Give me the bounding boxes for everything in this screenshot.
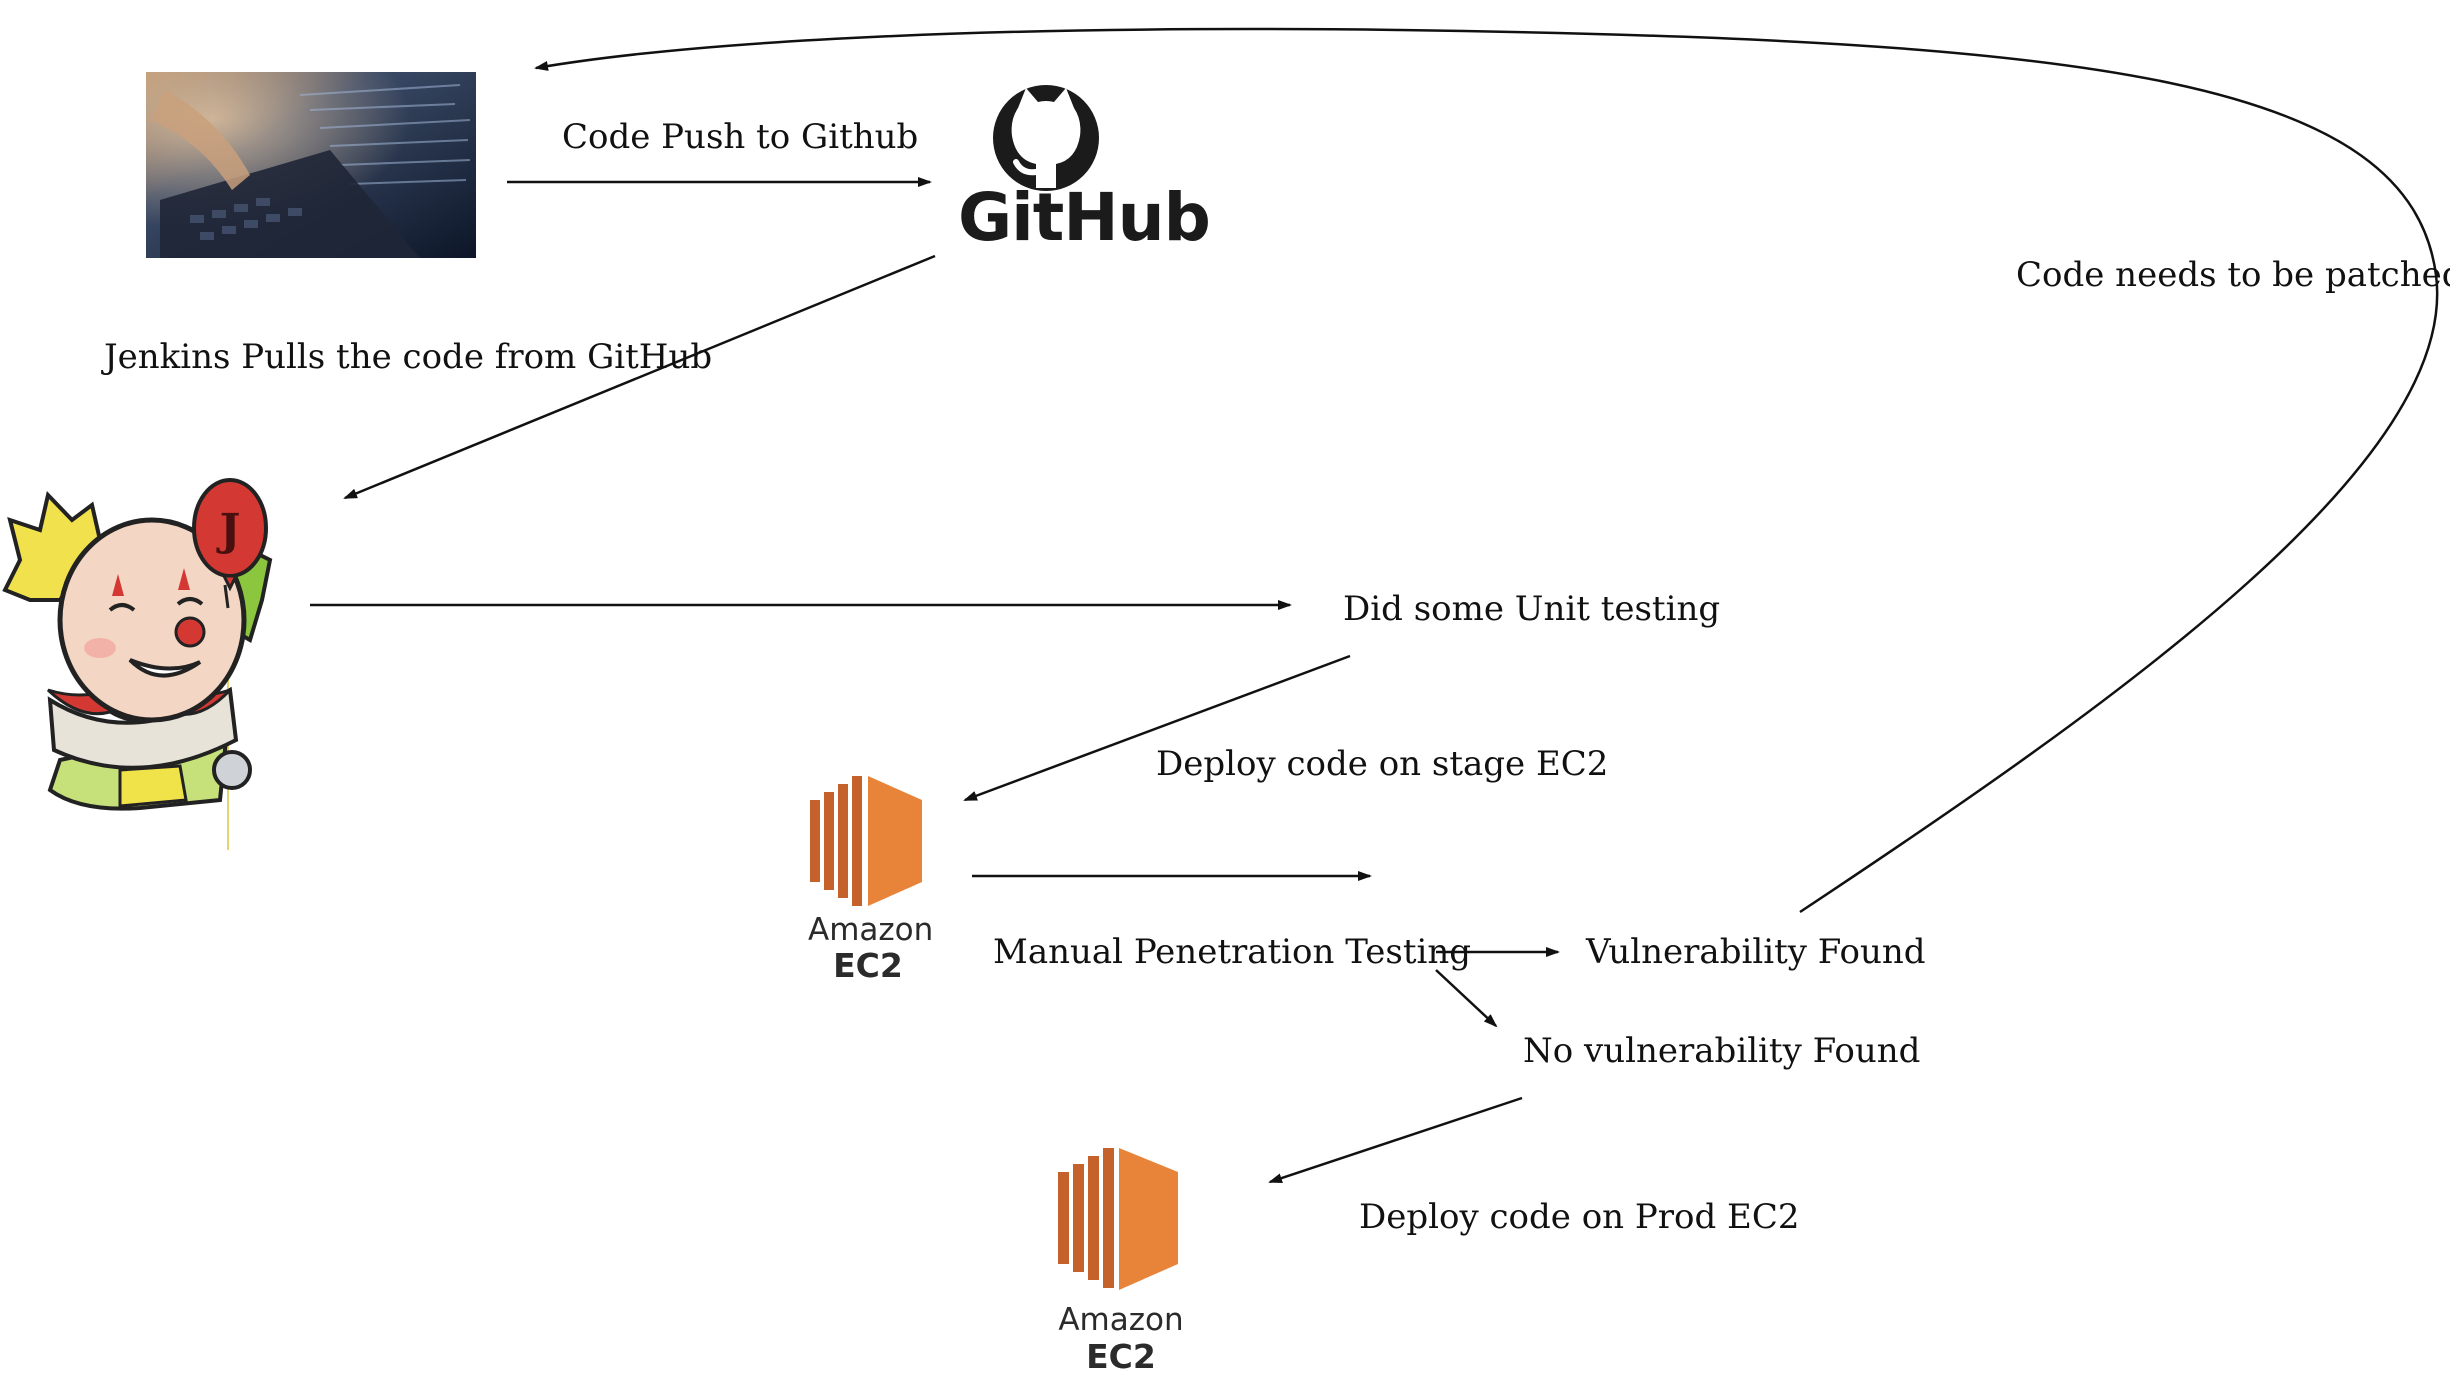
label-code-needs-patch: Code needs to be patched. xyxy=(2016,255,2450,295)
jenkins-butler-icon: J xyxy=(2,478,273,850)
ec2-stage-amazon-label: Amazon xyxy=(808,912,934,948)
ec2-prod-ec2-label: EC2 xyxy=(1086,1337,1156,1376)
label-manual-pen-testing: Manual Penetration Testing xyxy=(993,932,1472,972)
label-vulnerability-found: Vulnerability Found xyxy=(1586,932,1926,972)
arrow-patch-feedback-loop xyxy=(534,27,2439,914)
label-deploy-prod: Deploy code on Prod EC2 xyxy=(1359,1197,1800,1237)
github-octocat-icon xyxy=(993,85,1099,191)
ec2-prod-icon xyxy=(1058,1148,1178,1290)
label-no-vulnerability-found: No vulnerability Found xyxy=(1523,1031,1921,1071)
jenkins-balloon-letter: J xyxy=(216,505,241,556)
arrow-github-to-jenkins xyxy=(343,254,936,500)
label-code-push: Code Push to Github xyxy=(562,117,919,157)
label-jenkins-pull: Jenkins Pulls the code from GitHub xyxy=(104,337,713,377)
arrow-no-vuln-to-prod xyxy=(1268,1096,1523,1184)
arrow-unit-testing-to-stage xyxy=(963,654,1351,802)
ec2-stage-icon xyxy=(810,776,922,906)
label-unit-testing: Did some Unit testing xyxy=(1343,589,1721,629)
label-deploy-stage: Deploy code on stage EC2 xyxy=(1156,744,1609,784)
github-wordmark: GitHub xyxy=(958,179,1211,256)
arrow-pen-testing-to-no-vuln xyxy=(1435,969,1498,1028)
ec2-stage-ec2-label: EC2 xyxy=(833,946,903,985)
ec2-prod-amazon-label: Amazon xyxy=(1058,1302,1184,1338)
developer-laptop-image xyxy=(146,72,476,258)
